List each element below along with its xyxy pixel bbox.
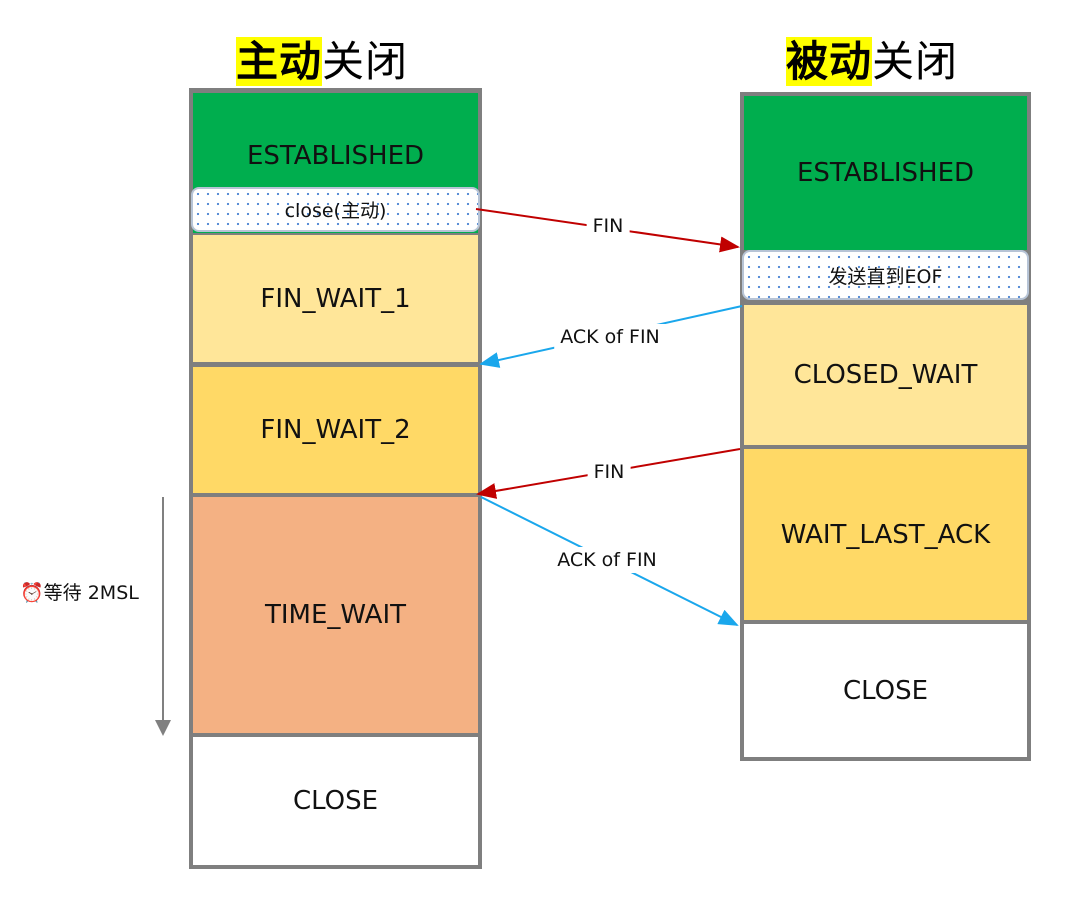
state-label: FIN_WAIT_1 [260, 283, 411, 314]
state-label: CLOSED_WAIT [793, 360, 978, 390]
ack-label: ACK of FIN [551, 547, 663, 573]
title-highlight: 被动 [786, 37, 873, 86]
title-rest: 关闭 [872, 37, 959, 86]
passive-close-title: 被动关闭 [786, 28, 958, 89]
active-state-column: ESTABLISHED close(主动) FIN_WAIT_1 FIN_WAI… [189, 88, 482, 869]
action-label: close(主动) [284, 200, 387, 222]
state-label: TIME_WAIT [264, 600, 407, 630]
state-label: WAIT_LAST_ACK [780, 519, 991, 550]
state-fin-wait-1: FIN_WAIT_1 [193, 235, 478, 362]
state-closed-wait: CLOSED_WAIT [744, 305, 1027, 445]
state-wait-last-ack: WAIT_LAST_ACK [744, 449, 1027, 620]
state-close: CLOSE [193, 737, 478, 865]
wait-2msl-note: ⏰等待 2MSL [20, 578, 139, 605]
state-label: CLOSE [292, 786, 379, 816]
alarm-clock-icon: ⏰ [20, 582, 44, 604]
state-label: ESTABLISHED [246, 141, 425, 171]
send-until-eof-action: 发送直到EOF [742, 250, 1029, 300]
state-label: ESTABLISHED [796, 158, 975, 188]
passive-state-column: ESTABLISHED 发送直到EOF CLOSED_WAIT WAIT_LAS… [740, 92, 1031, 761]
action-label: 发送直到EOF [828, 265, 943, 288]
state-established: ESTABLISHED [744, 96, 1027, 250]
state-time-wait: TIME_WAIT [193, 497, 478, 733]
fin-label: FIN [587, 459, 631, 485]
active-close-title: 主动关闭 [236, 28, 408, 89]
state-close: CLOSE [744, 624, 1027, 757]
title-highlight: 主动 [236, 37, 323, 86]
state-fin-wait-2: FIN_WAIT_2 [193, 367, 478, 493]
fin-label: FIN [586, 213, 630, 239]
state-label: FIN_WAIT_2 [260, 415, 411, 445]
wait-text: 等待 2MSL [43, 582, 139, 604]
state-label: CLOSE [842, 675, 929, 706]
title-rest: 关闭 [322, 37, 409, 86]
ack-label: ACK of FIN [554, 324, 666, 350]
close-action: close(主动) [191, 187, 480, 232]
